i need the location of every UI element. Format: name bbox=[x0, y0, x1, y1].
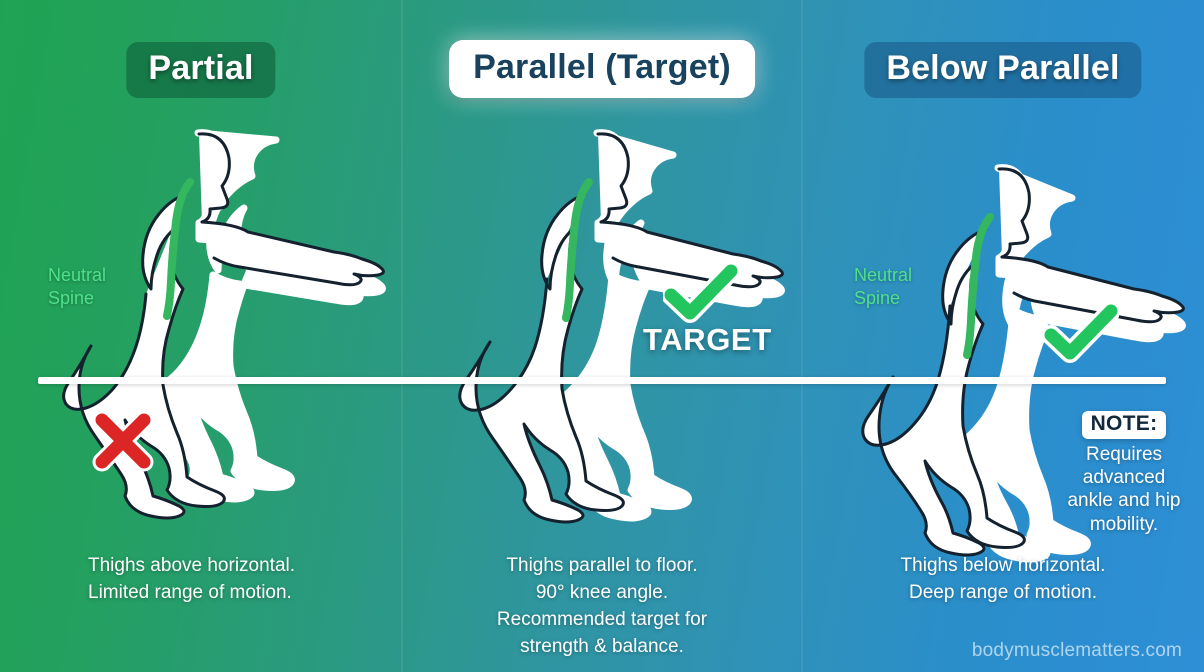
neutral-spine-line-parallel bbox=[562, 178, 593, 322]
neutral-spine-label-parallel: Neutral Spine bbox=[854, 265, 913, 308]
cross-icon-partial bbox=[90, 408, 156, 479]
panel-heading-parallel: Parallel (Target) bbox=[449, 40, 755, 98]
note-body-text: Requires advanced ankle and hip mobility… bbox=[1067, 444, 1181, 535]
panel-divider-2 bbox=[801, 0, 803, 672]
neutral-spine-line-partial bbox=[163, 178, 194, 320]
note-callout: NOTE: Requires advanced ankle and hip mo… bbox=[1063, 411, 1185, 536]
panel-below-parallel: Below Parallel Neutral Spine bbox=[802, 0, 1204, 672]
watermark: bodymusclematters.com bbox=[971, 640, 1182, 661]
panel-heading-below-parallel: Below Parallel bbox=[864, 42, 1142, 98]
note-tag-label: NOTE: bbox=[1081, 411, 1167, 439]
squat-figure-partial bbox=[62, 129, 386, 520]
panel-partial: Partial Neutral Spine bbox=[0, 0, 402, 672]
target-label: TARGET bbox=[643, 322, 772, 357]
panel-heading-partial: Partial bbox=[126, 42, 276, 98]
panel-divider-1 bbox=[401, 0, 403, 672]
caption-parallel: Thighs parallel to floor. 90° knee angle… bbox=[496, 555, 708, 657]
neutral-spine-line-below-parallel bbox=[963, 213, 994, 359]
caption-partial: Thighs above horizontal. Limited range o… bbox=[88, 555, 296, 603]
parallel-reference-line bbox=[38, 377, 1166, 384]
caption-below-parallel: Thighs below horizontal. Deep range of m… bbox=[900, 555, 1106, 603]
check-icon-parallel bbox=[661, 261, 741, 328]
neutral-spine-label-partial: Neutral Spine bbox=[48, 265, 107, 308]
check-icon-below-parallel bbox=[1041, 301, 1121, 368]
squat-figure-below-parallel bbox=[861, 164, 1186, 563]
